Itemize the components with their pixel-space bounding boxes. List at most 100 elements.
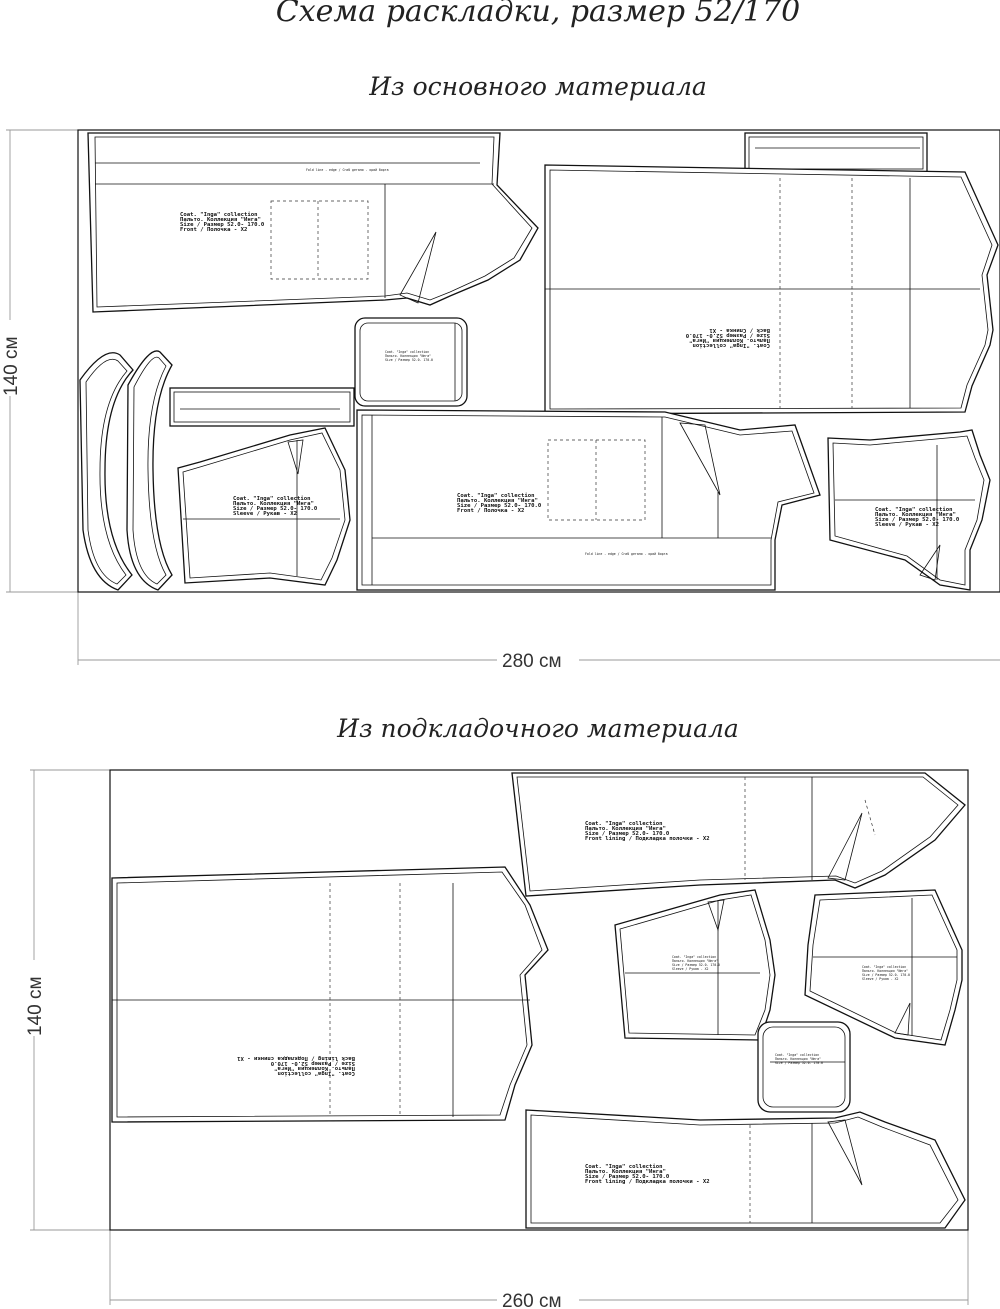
piece-outline [525, 1109, 966, 1229]
lining-fabric-layout: 140 см 260 см Coat. "Inga" collection Па… [22, 769, 969, 1309]
main-fabric-layout: 140 см 280 см Fold line - edge / Сгиб де… [0, 129, 1000, 672]
piece-outline [79, 352, 134, 591]
svg-text:Back / Спинка - X1: Back / Спинка - X1 [709, 327, 770, 333]
svg-text:Coat. "Inga" collection: Coat. "Inga" collection [775, 1053, 819, 1057]
seam-line [809, 894, 958, 1041]
svg-text:Size / Размер 52.0- 170.0: Size / Размер 52.0- 170.0 [875, 517, 960, 523]
svg-text:Пальто. Коллекция "Инга": Пальто. Коллекция "Инга" [672, 959, 718, 963]
svg-text:Пальто. Коллекция "Инга": Пальто. Коллекция "Инга" [689, 337, 770, 343]
page-title: Схема раскладки, размер 52/170 [275, 0, 801, 29]
fold-line-label-2: Fold line - edge / Сгиб детали - край бо… [585, 551, 668, 556]
piece-label-sleeve-1: Coat. "Inga" collection Пальто. Коллекци… [233, 496, 318, 517]
dart [399, 231, 437, 304]
piece-label-back: Coat. "Inga" collection Пальто. Коллекци… [685, 327, 770, 348]
seam-line [549, 169, 993, 410]
svg-text:Пальто. Коллекция "Инга": Пальто. Коллекция "Инга" [457, 498, 538, 504]
svg-text:Size / Размер 52.0- 170.0: Size / Размер 52.0- 170.0 [233, 506, 318, 512]
dart [287, 439, 304, 475]
svg-text:Front / Полочка - X2: Front / Полочка - X2 [180, 227, 247, 233]
svg-text:Sleeve / Рукав - X2: Sleeve / Рукав - X2 [233, 511, 297, 517]
svg-text:Size / Размер 52.0- 170.0: Size / Размер 52.0- 170.0 [585, 831, 670, 837]
height-label: 140 см [25, 976, 46, 1036]
svg-text:Coat. "Inga" collection: Coat. "Inga" collection [585, 1164, 662, 1170]
seam-line [116, 871, 543, 1118]
piece-label-sleeve-lining-2: Coat. "Inga" collection Пальто. Коллекци… [862, 965, 910, 981]
piece-label-sleeve-lining-1: Coat. "Inga" collection Пальто. Коллекци… [672, 955, 720, 971]
guide-line [864, 799, 876, 836]
collar-piece-2 [126, 350, 173, 591]
seam-line [85, 358, 128, 585]
dart [827, 1119, 863, 1186]
piece-label-front-1: Coat. "Inga" collection Пальто. Коллекци… [180, 212, 265, 233]
piece-outline [126, 350, 173, 591]
svg-text:Coat. "Inga" collection: Coat. "Inga" collection [385, 350, 429, 354]
seam-line [173, 391, 351, 423]
dart [679, 422, 721, 496]
front-piece-bottom: Fold line - edge / Сгиб детали - край бо… [356, 409, 821, 591]
svg-text:Size / Размер 52.0- 170.0: Size / Размер 52.0- 170.0 [585, 1174, 670, 1180]
lining-fabric-subtitle: Из подкладочного материала [337, 714, 739, 743]
piece-outline [87, 132, 539, 313]
svg-text:Coat. "Inga" collection: Coat. "Inga" collection [278, 1070, 355, 1076]
seam-line [132, 356, 167, 585]
svg-text:Size / Размер 52.0- 170.0: Size / Размер 52.0- 170.0 [457, 503, 542, 509]
front-lining-top: Coat. "Inga" collection Пальто. Коллекци… [511, 772, 966, 897]
seam-line [359, 322, 463, 402]
width-label: 280 см [502, 651, 562, 672]
piece-outline [356, 409, 821, 591]
dart [894, 1002, 911, 1036]
piece-label-patch: Coat. "Inga" collection Пальто. Коллекци… [385, 350, 433, 362]
sleeve-piece-1: Coat. "Inga" collection Пальто. Коллекци… [177, 427, 351, 586]
width-label: 260 см [502, 1291, 562, 1309]
label-mask [497, 648, 579, 672]
svg-text:Front / Полочка - X2: Front / Полочка - X2 [457, 508, 524, 514]
piece-label-front-lining-2: Coat. "Inga" collection Пальто. Коллекци… [585, 1164, 710, 1185]
svg-text:Back lining / Подкладка спинки: Back lining / Подкладка спинки - X1 [236, 1055, 355, 1061]
seam-line [516, 776, 959, 892]
svg-text:Пальто. Коллекция "Инга": Пальто. Коллекция "Инга" [862, 969, 908, 973]
piece-label-front-2: Coat. "Inga" collection Пальто. Коллекци… [457, 493, 542, 514]
piece-outline [827, 429, 991, 591]
svg-text:Coat. "Inga" collection: Coat. "Inga" collection [585, 821, 662, 827]
svg-text:Size / Размер 52.0- 170.0: Size / Размер 52.0- 170.0 [672, 963, 720, 967]
front-lining-bottom: Coat. "Inga" collection Пальто. Коллекци… [525, 1109, 966, 1229]
svg-text:Coat. "Inga" collection: Coat. "Inga" collection [233, 496, 310, 502]
svg-text:Coat. "Inga" collection: Coat. "Inga" collection [457, 493, 534, 499]
svg-text:Coat. "Inga" collection: Coat. "Inga" collection [180, 212, 257, 218]
svg-text:Size / Размер 52.0- 170.0: Size / Размер 52.0- 170.0 [862, 973, 910, 977]
piece-label-patch-lining: Coat. "Inga" collection Пальто. Коллекци… [775, 1053, 823, 1065]
piece-outline [744, 132, 928, 174]
piece-outline [511, 772, 966, 897]
seam-line [762, 1026, 846, 1108]
seam-line [748, 136, 924, 170]
pocket-patch-lining: Coat. "Inga" collection Пальто. Коллекци… [757, 1021, 851, 1113]
svg-text:Пальто. Коллекция "Инга": Пальто. Коллекция "Инга" [274, 1065, 355, 1071]
svg-text:Coat. "Inga" collection: Coat. "Inga" collection [672, 955, 716, 959]
piece-outline [757, 1021, 851, 1113]
piece-outline [111, 866, 549, 1123]
seam-line [182, 432, 346, 581]
dart [919, 544, 941, 581]
piece-outline [354, 317, 468, 407]
pocket-mark [547, 439, 646, 521]
piece-outline [804, 889, 963, 1046]
front-piece-top: Fold line - edge / Сгиб детали - край бо… [87, 132, 539, 313]
piece-outline [177, 427, 351, 586]
piece-outline [614, 889, 776, 1041]
facing-strip-top [744, 132, 928, 174]
height-label: 140 см [1, 336, 22, 396]
svg-text:Front lining / Подкладка полоч: Front lining / Подкладка полочки - X2 [585, 1179, 710, 1185]
svg-text:Пальто. Коллекция "Инга": Пальто. Коллекция "Инга" [875, 512, 956, 518]
svg-text:Пальто. Коллекция "Инга": Пальто. Коллекция "Инга" [585, 826, 666, 832]
svg-text:Size / Размер 52.0- 170.0: Size / Размер 52.0- 170.0 [685, 332, 770, 338]
facing-strip-middle [169, 387, 355, 427]
seam-line [361, 414, 815, 586]
piece-label-sleeve-2: Coat. "Inga" collection Пальто. Коллекци… [875, 507, 960, 528]
piece-outline [169, 387, 355, 427]
label-mask [497, 1289, 579, 1309]
seam-line [94, 136, 533, 308]
svg-text:Пальто. Коллекция "Инга": Пальто. Коллекция "Инга" [180, 217, 261, 223]
svg-text:Front lining / Подкладка полоч: Front lining / Подкладка полочки - X2 [585, 836, 710, 842]
svg-text:Пальто. Коллекция "Инга": Пальто. Коллекция "Инга" [233, 501, 314, 507]
piece-label-back-lining: Coat. "Inga" collection Пальто. Коллекци… [236, 1055, 355, 1076]
